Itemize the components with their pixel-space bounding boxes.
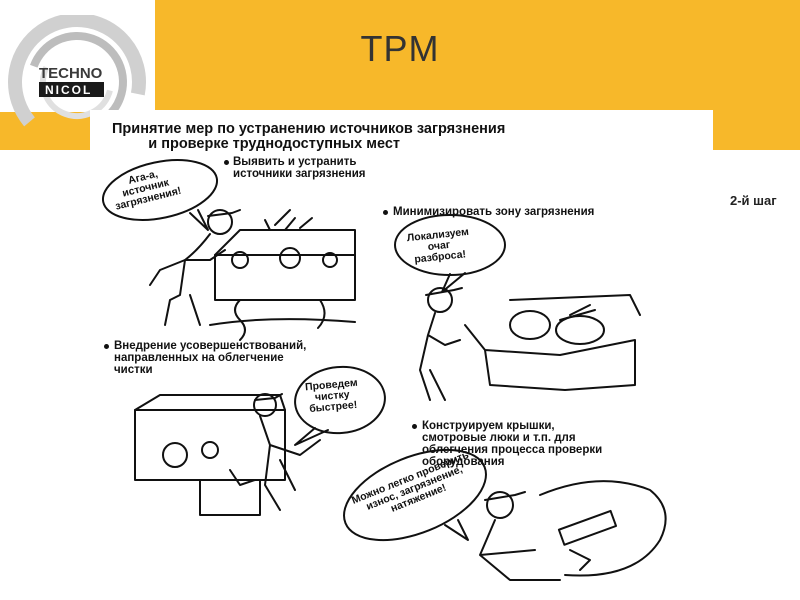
speech-bubble-1 xyxy=(101,159,219,231)
speech-bubble-3 xyxy=(294,365,386,446)
step-label: 2-й шаг xyxy=(730,193,777,208)
scene-lathe-cleaning xyxy=(134,393,321,516)
bubble-text-2: Локализуем очаг разброса! xyxy=(406,225,470,266)
bullet-dot-2 xyxy=(383,210,388,215)
bullet-1: Выявить и устранить источники загрязнени… xyxy=(233,156,366,180)
logo-rings-icon: TECHNO NICOL xyxy=(8,13,146,151)
bullet-dot-1 xyxy=(224,160,229,165)
speech-bubble-4 xyxy=(343,448,487,542)
right-margin xyxy=(713,150,800,600)
logo-line2: NICOL xyxy=(45,83,92,97)
scene-machine-leak xyxy=(149,209,356,341)
bullet-dot-4 xyxy=(412,424,417,429)
slide-title: TPM xyxy=(360,28,440,69)
poster-heading: Принятие мер по устранению источников за… xyxy=(112,121,506,152)
bullet-dot-3 xyxy=(104,344,109,349)
poster-illustration: Принятие мер по устранению источников за… xyxy=(90,110,713,600)
bubble-text-3: Проведем чистку быстрее! xyxy=(304,376,359,416)
scene-inspection-cover xyxy=(479,480,667,581)
poster-drawings xyxy=(101,159,667,581)
bullet-2: Минимизировать зону загрязнения xyxy=(393,206,595,218)
bullet-4: Конструируем крышки, смотровые люки и т.… xyxy=(422,420,603,468)
logo-line1: TECHNO xyxy=(39,65,103,82)
technonicol-logo: TECHNO NICOL xyxy=(5,13,155,151)
bullet-3: Внедрение усовершенствований, направленн… xyxy=(114,340,307,376)
scene-covered-machine xyxy=(419,287,641,401)
